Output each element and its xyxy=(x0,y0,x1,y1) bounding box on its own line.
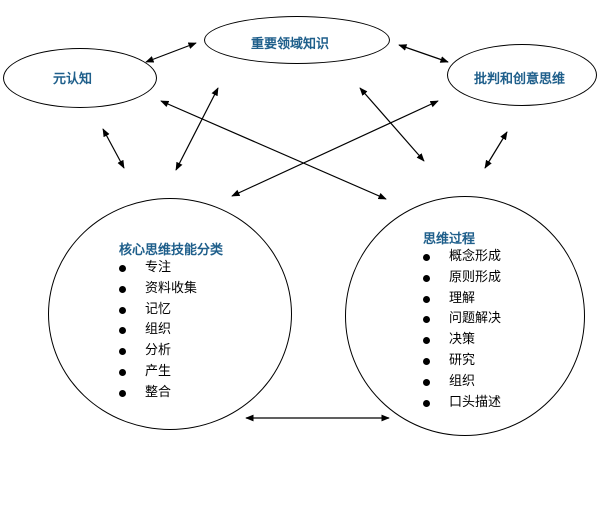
process-item: 口头描述 xyxy=(419,393,501,414)
core-skills-title: 核心思维技能分类 xyxy=(119,243,224,258)
core-skill-text: 记忆 xyxy=(145,301,172,317)
core-skill-text: 整合 xyxy=(145,384,172,400)
thinking-process-list: 概念形成 原则形成 理解 问题解决 决策 研究 组织 口头描述 xyxy=(419,247,501,413)
node-thinking-process xyxy=(345,196,585,436)
thinking-process-title: 思维过程 xyxy=(423,232,476,247)
node-critical-creative-label: 批判和创意思维 xyxy=(474,72,566,87)
bullet-icon xyxy=(119,327,126,335)
process-text: 问题解决 xyxy=(449,311,502,327)
node-metacognition-label: 元认知 xyxy=(53,72,93,87)
core-skill-item: 分析 xyxy=(115,341,197,362)
core-skill-item: 专注 xyxy=(115,258,197,279)
process-item: 组织 xyxy=(419,372,501,393)
node-domain-knowledge-label: 重要领域知识 xyxy=(251,37,330,52)
process-text: 研究 xyxy=(449,352,476,368)
process-item: 理解 xyxy=(419,289,501,310)
arrow-critical-process xyxy=(484,131,508,169)
process-text: 理解 xyxy=(449,290,476,306)
process-item: 问题解决 xyxy=(419,309,501,330)
core-skill-text: 产生 xyxy=(145,363,172,379)
arrow-domain-process xyxy=(359,87,425,162)
process-item: 决策 xyxy=(419,330,501,351)
node-domain-knowledge xyxy=(204,16,390,64)
core-skill-item: 记忆 xyxy=(115,300,197,321)
bullet-icon xyxy=(119,306,126,314)
core-skill-item: 产生 xyxy=(115,362,197,383)
bullet-icon xyxy=(423,337,430,345)
arrow-metacognition-process xyxy=(160,100,387,200)
arrow-metacognition-domain xyxy=(145,42,197,63)
process-text: 口头描述 xyxy=(449,394,502,410)
core-skill-text: 组织 xyxy=(145,322,172,338)
core-skill-text: 专注 xyxy=(145,260,172,275)
node-core-skills xyxy=(48,198,292,430)
bullet-icon xyxy=(423,274,430,282)
bullet-icon xyxy=(119,389,126,397)
arrow-core-critical xyxy=(231,100,439,197)
core-skill-item: 资料收集 xyxy=(115,279,197,300)
arrow-domain-core xyxy=(175,87,219,171)
node-metacognition xyxy=(3,48,157,108)
arrow-domain-critical xyxy=(398,44,449,63)
arrow-metacognition-core xyxy=(102,128,125,169)
bullet-icon xyxy=(119,265,126,272)
core-skill-text: 分析 xyxy=(145,343,172,359)
process-item: 概念形成 xyxy=(419,247,501,268)
bullet-icon xyxy=(423,378,430,386)
core-skill-text: 资料收集 xyxy=(145,280,198,296)
node-critical-creative xyxy=(447,44,597,106)
bullet-icon xyxy=(423,399,430,407)
process-item: 原则形成 xyxy=(419,268,501,289)
process-item: 研究 xyxy=(419,351,501,372)
process-text: 组织 xyxy=(449,373,476,389)
bullet-icon xyxy=(423,295,430,303)
process-text: 原则形成 xyxy=(449,269,502,285)
bullet-icon xyxy=(119,285,126,293)
bullet-icon xyxy=(119,368,126,376)
process-text: 概念形成 xyxy=(449,249,502,264)
bullet-icon xyxy=(423,357,430,365)
core-skill-item: 整合 xyxy=(115,383,197,404)
core-skill-item: 组织 xyxy=(115,320,197,341)
bullet-icon xyxy=(423,254,430,261)
bullet-icon xyxy=(423,316,430,324)
process-text: 决策 xyxy=(449,332,476,348)
core-skills-list: 专注 资料收集 记忆 组织 分析 产生 整合 xyxy=(115,258,197,404)
bullet-icon xyxy=(119,348,126,356)
